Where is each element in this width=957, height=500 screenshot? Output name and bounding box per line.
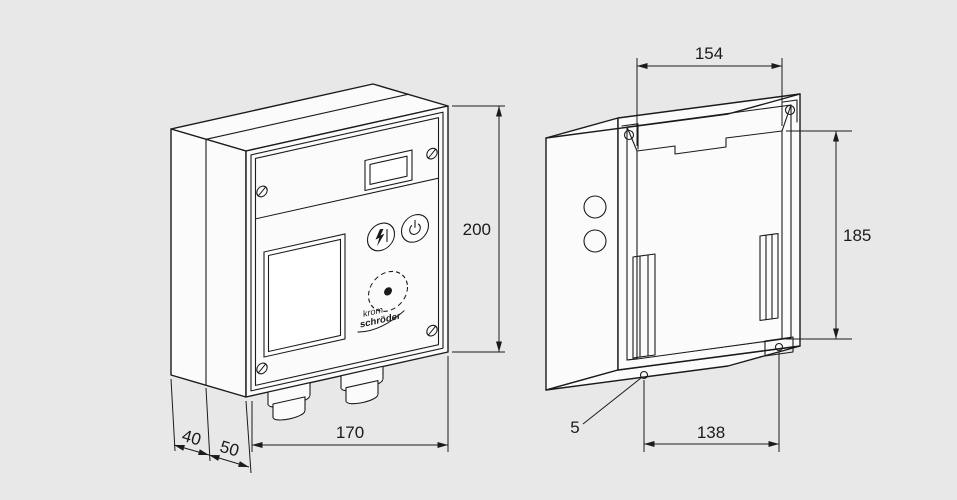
back-wall <box>636 130 783 360</box>
front-view: krom schröder 200 <box>170 83 505 474</box>
viewing-window-inner <box>267 238 342 353</box>
gland-body <box>272 396 306 418</box>
cable-channel-left <box>632 253 656 359</box>
corner-screw-bottom-right <box>426 324 438 337</box>
dimension-line <box>173 444 210 456</box>
front-panel-details: krom schröder <box>250 111 444 392</box>
marking-circle <box>367 270 409 312</box>
rear-view: 154 185 138 5 <box>545 44 871 452</box>
mounting-hole-bottom-left <box>639 370 649 380</box>
reset-button <box>366 222 396 252</box>
reset-icon <box>375 228 385 247</box>
screw-slot <box>427 325 437 336</box>
corner-edge <box>781 104 792 132</box>
dimension-height: 200 <box>452 105 505 353</box>
leader-line <box>582 377 642 425</box>
screw-slot <box>257 363 267 374</box>
mounting-tab-bottom-right <box>764 336 794 357</box>
knockout-hole-upper <box>583 195 607 219</box>
dimension-height-label: 200 <box>463 220 491 239</box>
gland-collar <box>340 365 384 389</box>
dimension-inner-height: 185 <box>786 130 871 340</box>
left-wall <box>545 117 619 391</box>
mounting-tab-top-left <box>621 123 639 150</box>
panel-divider <box>254 177 440 220</box>
knockout-hole-lower <box>583 229 607 253</box>
dimension-mounting-distance: 138 <box>643 352 780 452</box>
mounting-hole-bottom-right <box>774 342 784 352</box>
dimension-depth-front-label: 50 <box>218 437 241 460</box>
dimension-mounting-distance-label: 138 <box>697 423 725 442</box>
screw-slot <box>257 186 267 197</box>
lid-seam-top <box>205 93 409 140</box>
panel-border-inner <box>254 117 440 386</box>
brand-logo-swoosh <box>357 310 405 333</box>
dimension-inner-width: 154 <box>636 44 783 146</box>
dimension-inner-width-label: 154 <box>695 44 723 63</box>
corner-screw-top-right <box>426 147 438 160</box>
extension-line <box>170 378 176 452</box>
corner-edge <box>626 358 638 361</box>
dimension-hole-offset-label: 5 <box>570 418 579 437</box>
dimension-inner-height-label: 185 <box>843 226 871 245</box>
side-face <box>170 128 247 398</box>
power-button <box>400 213 430 243</box>
dimension-depth: 40 50 <box>170 378 252 474</box>
brand-logo-line1: krom <box>363 305 383 319</box>
dimension-line <box>208 454 250 468</box>
cable-gland-right <box>340 365 384 405</box>
screw-slot <box>427 148 437 159</box>
mounting-tab-top-right <box>782 99 798 123</box>
mounting-hole-top-left <box>623 129 635 141</box>
cable-channel-right <box>759 233 779 321</box>
corner-screw-top-left <box>256 185 268 198</box>
panel-border-outer <box>250 111 444 392</box>
power-icon <box>409 219 421 235</box>
viewing-window <box>263 233 346 358</box>
cable-gland-left <box>267 382 311 421</box>
corner-screw-bottom-left <box>256 362 268 375</box>
extension-line <box>205 387 211 462</box>
dimension-width: 170 <box>251 356 449 452</box>
dimension-width-label: 170 <box>336 423 364 442</box>
marking-dot <box>384 287 392 296</box>
gland-collar <box>267 382 311 406</box>
mounting-hole-top-right <box>784 104 796 116</box>
dimension-hole-offset: 5 <box>570 377 642 437</box>
extension-line <box>245 400 252 474</box>
display-window <box>364 149 413 192</box>
gland-body <box>345 380 379 402</box>
dimension-depth-rear-label: 40 <box>180 426 203 449</box>
display-screen <box>369 155 408 185</box>
